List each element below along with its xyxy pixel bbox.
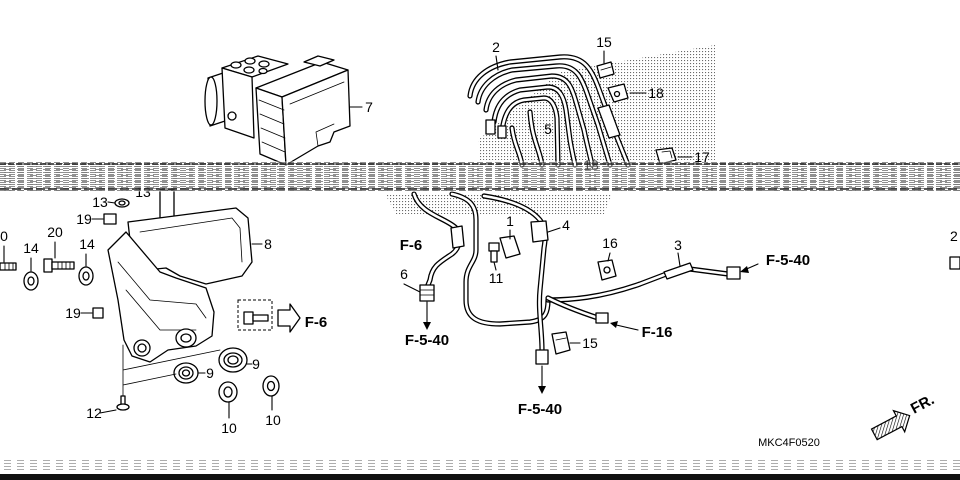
lower-brake-pipes — [411, 191, 741, 365]
pipe-clip-16 — [597, 259, 617, 281]
bolt-11 — [488, 242, 500, 263]
reference-f-5-40-right: F-5-40 — [766, 252, 810, 269]
bottom-scan-strip — [0, 458, 960, 480]
callout-6: 6 — [400, 266, 408, 282]
callout-9-left: 9 — [206, 365, 214, 381]
washer-14-left — [23, 271, 39, 291]
callout-17: 17 — [694, 149, 710, 165]
pipe-clip-18 — [607, 83, 629, 103]
callout-5: 5 — [544, 121, 552, 137]
bolt-12 — [116, 395, 130, 411]
callout-13: 13 — [92, 194, 108, 210]
washer-13 — [114, 198, 130, 208]
callout-15-lower: 15 — [582, 335, 598, 351]
modulator-bracket — [107, 189, 253, 363]
bolt-20 — [43, 258, 75, 273]
callout-10-edge: 0 — [0, 228, 8, 244]
diagram-code: MKC4F0520 — [758, 437, 820, 449]
callout-2: 2 — [492, 39, 500, 55]
shading — [385, 45, 715, 214]
front-direction-arrow-icon — [870, 409, 911, 441]
grommet-9-left — [173, 362, 199, 384]
collar-10-right — [262, 375, 280, 397]
callout-8: 8 — [264, 236, 272, 252]
callout-19-lower: 19 — [65, 305, 81, 321]
callout-18: 18 — [648, 85, 664, 101]
direction-label: FR. — [908, 391, 937, 417]
collar-10-left — [218, 381, 238, 403]
callout-1: 1 — [506, 213, 514, 229]
clip-19-lower — [92, 307, 104, 319]
callout-20: 20 — [47, 224, 63, 240]
callout-14-right: 14 — [79, 236, 95, 252]
callout-9-right: 9 — [252, 356, 260, 372]
callout-10-right: 10 — [265, 412, 281, 428]
reference-arrow-icon — [277, 303, 301, 333]
pipe-clip-15-upper — [596, 61, 615, 79]
callout-19-upper: 19 — [76, 211, 92, 227]
bolt-10-edge — [0, 262, 17, 271]
abs-modulator — [204, 55, 351, 166]
callout-2-edge: 2 — [950, 228, 958, 244]
clip-19-upper — [103, 213, 117, 225]
pipe-clip-1 — [499, 235, 521, 259]
pipe-clip-15-lower — [551, 331, 571, 355]
reference-f-5-40-bottom: F-5-40 — [518, 401, 562, 418]
washer-14-right — [78, 266, 94, 286]
callout-16: 16 — [602, 235, 618, 251]
scan-noise-band — [0, 161, 960, 192]
grommet-17 — [655, 147, 677, 165]
reference-f-6-upper: F-6 — [400, 237, 423, 254]
reference-f-6-lower: F-6 — [305, 314, 328, 331]
leader-lines — [3, 50, 759, 419]
callout-14-left: 14 — [23, 240, 39, 256]
reference-f-5-40-left: F-5-40 — [405, 332, 449, 349]
callout-11: 11 — [489, 270, 504, 286]
callout-15-upper: 15 — [596, 34, 612, 50]
callout-10-left: 10 — [221, 420, 237, 436]
bolt-edge-right — [949, 256, 960, 270]
callout-12: 12 — [86, 405, 102, 421]
mounting-bolt — [237, 299, 273, 331]
callout-4: 4 — [562, 217, 570, 233]
callout-3: 3 — [674, 237, 682, 253]
callout-7: 7 — [365, 99, 373, 115]
grommet-9-right — [218, 347, 248, 373]
reference-f-16: F-16 — [642, 324, 673, 341]
